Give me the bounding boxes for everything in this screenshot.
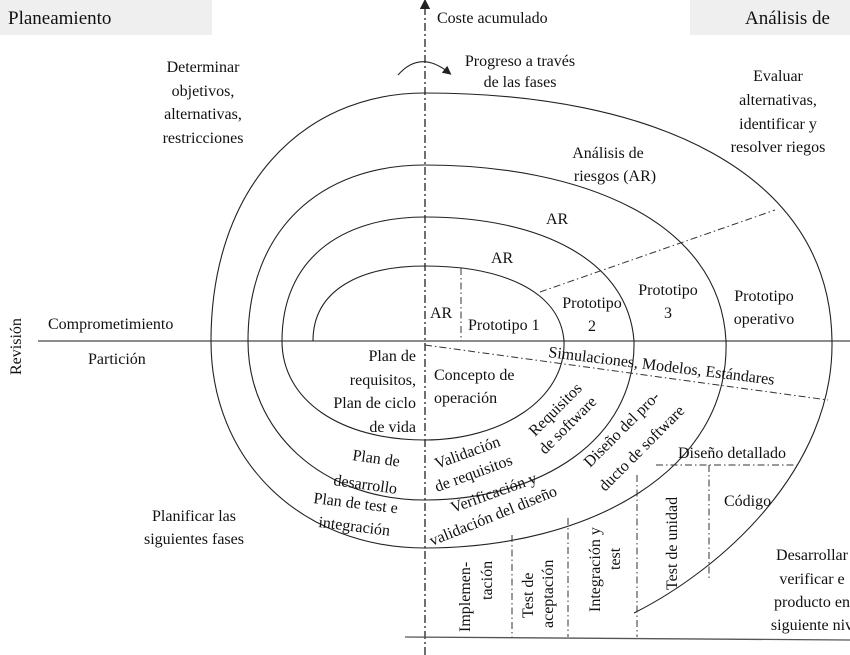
- requirements-plan: Plan de requisitos, Plan de ciclo de vid…: [333, 348, 416, 436]
- divider: [539, 209, 776, 293]
- text-line: alternativas,: [739, 92, 817, 109]
- progress-arrow-icon: [397, 61, 452, 76]
- text-line: Determinar: [167, 59, 241, 76]
- prototype-3-label: 3: [664, 305, 672, 322]
- text-line: siguiente niv: [771, 617, 850, 634]
- text-line: identificar y: [739, 116, 817, 133]
- ar-label: AR: [491, 250, 514, 267]
- corner-box-planning: [0, 0, 212, 35]
- bottom-line: [404, 636, 850, 641]
- test-plan-label: integración: [318, 514, 392, 540]
- text-line: siguientes fases: [144, 531, 244, 548]
- text-line: Planificar las: [152, 508, 236, 525]
- acceptance-test-label: aceptación: [540, 560, 557, 628]
- integration-test-label: Integración y: [587, 527, 604, 612]
- implementation-label: Implemen-: [457, 562, 474, 632]
- risk-analysis-label: riesgos (AR): [574, 168, 656, 185]
- simulations-label: Simulaciones, Modelos, Estándares: [548, 344, 776, 389]
- text-line: de vida: [369, 419, 416, 436]
- integration-test-label: test: [607, 547, 624, 570]
- development-plan-label: Plan de: [351, 447, 400, 470]
- prototype-2-label: 2: [588, 318, 596, 335]
- cost-axis-label: Coste acumulado: [437, 10, 548, 27]
- risk-analysis-label: Análisis de: [572, 145, 644, 162]
- text-line: requisitos,: [350, 372, 416, 389]
- corner-box-analysis: [690, 0, 850, 35]
- text-line: Plan de: [368, 348, 416, 365]
- concept-label: Concepto de: [434, 367, 514, 384]
- text-line: restricciones: [163, 130, 244, 147]
- quadrant-determine: Determinar objetivos, alternativas, rest…: [163, 59, 244, 147]
- corner-label-planning: Planeamiento: [8, 8, 111, 29]
- corner-label-analysis: Análisis de: [745, 8, 830, 29]
- progress-label-1: Progreso a través: [465, 53, 575, 70]
- detailed-design-label: Diseño detallado: [678, 445, 786, 462]
- ar-label: AR: [430, 305, 453, 322]
- code-label: Código: [724, 493, 771, 510]
- prototype-3-label: Prototipo: [638, 282, 698, 299]
- operational-prototype-label: operativo: [734, 311, 794, 328]
- implementation-label: tación: [479, 561, 496, 600]
- text-line: Evaluar: [753, 68, 803, 85]
- progress-label-2: de las fases: [484, 74, 557, 91]
- text-line: resolver riegos: [731, 139, 826, 156]
- revision-label: Revisión: [8, 318, 25, 375]
- operational-prototype-label: Prototipo: [734, 288, 794, 305]
- prototype-2-label: Prototipo: [562, 295, 622, 312]
- acceptance-test-label: Test de: [520, 572, 537, 618]
- quadrant-evaluate: Evaluar alternativas, identificar y reso…: [731, 68, 826, 156]
- text-line: alternativas,: [164, 106, 242, 123]
- text-line: verificar e: [779, 571, 844, 588]
- prototype-1-label: Prototipo 1: [468, 317, 540, 334]
- spiral-curve: [210, 92, 833, 614]
- ar-label: AR: [546, 211, 569, 228]
- divider: [424, 344, 829, 401]
- quadrant-plan-next: Planificar las siguientes fases: [144, 508, 244, 548]
- text-line: Desarrollar: [776, 547, 849, 564]
- partition-label: Partición: [88, 351, 146, 368]
- text-line: producto en: [774, 594, 850, 611]
- commitment-label: Comprometimiento: [48, 316, 173, 333]
- text-line: Plan de ciclo: [333, 395, 416, 412]
- quadrant-develop: Desarrollar verificar e producto en sigu…: [771, 547, 850, 634]
- text-line: objetivos,: [172, 83, 235, 100]
- concept-label: operación: [434, 390, 497, 407]
- unit-test-label: Test de unidad: [664, 497, 681, 590]
